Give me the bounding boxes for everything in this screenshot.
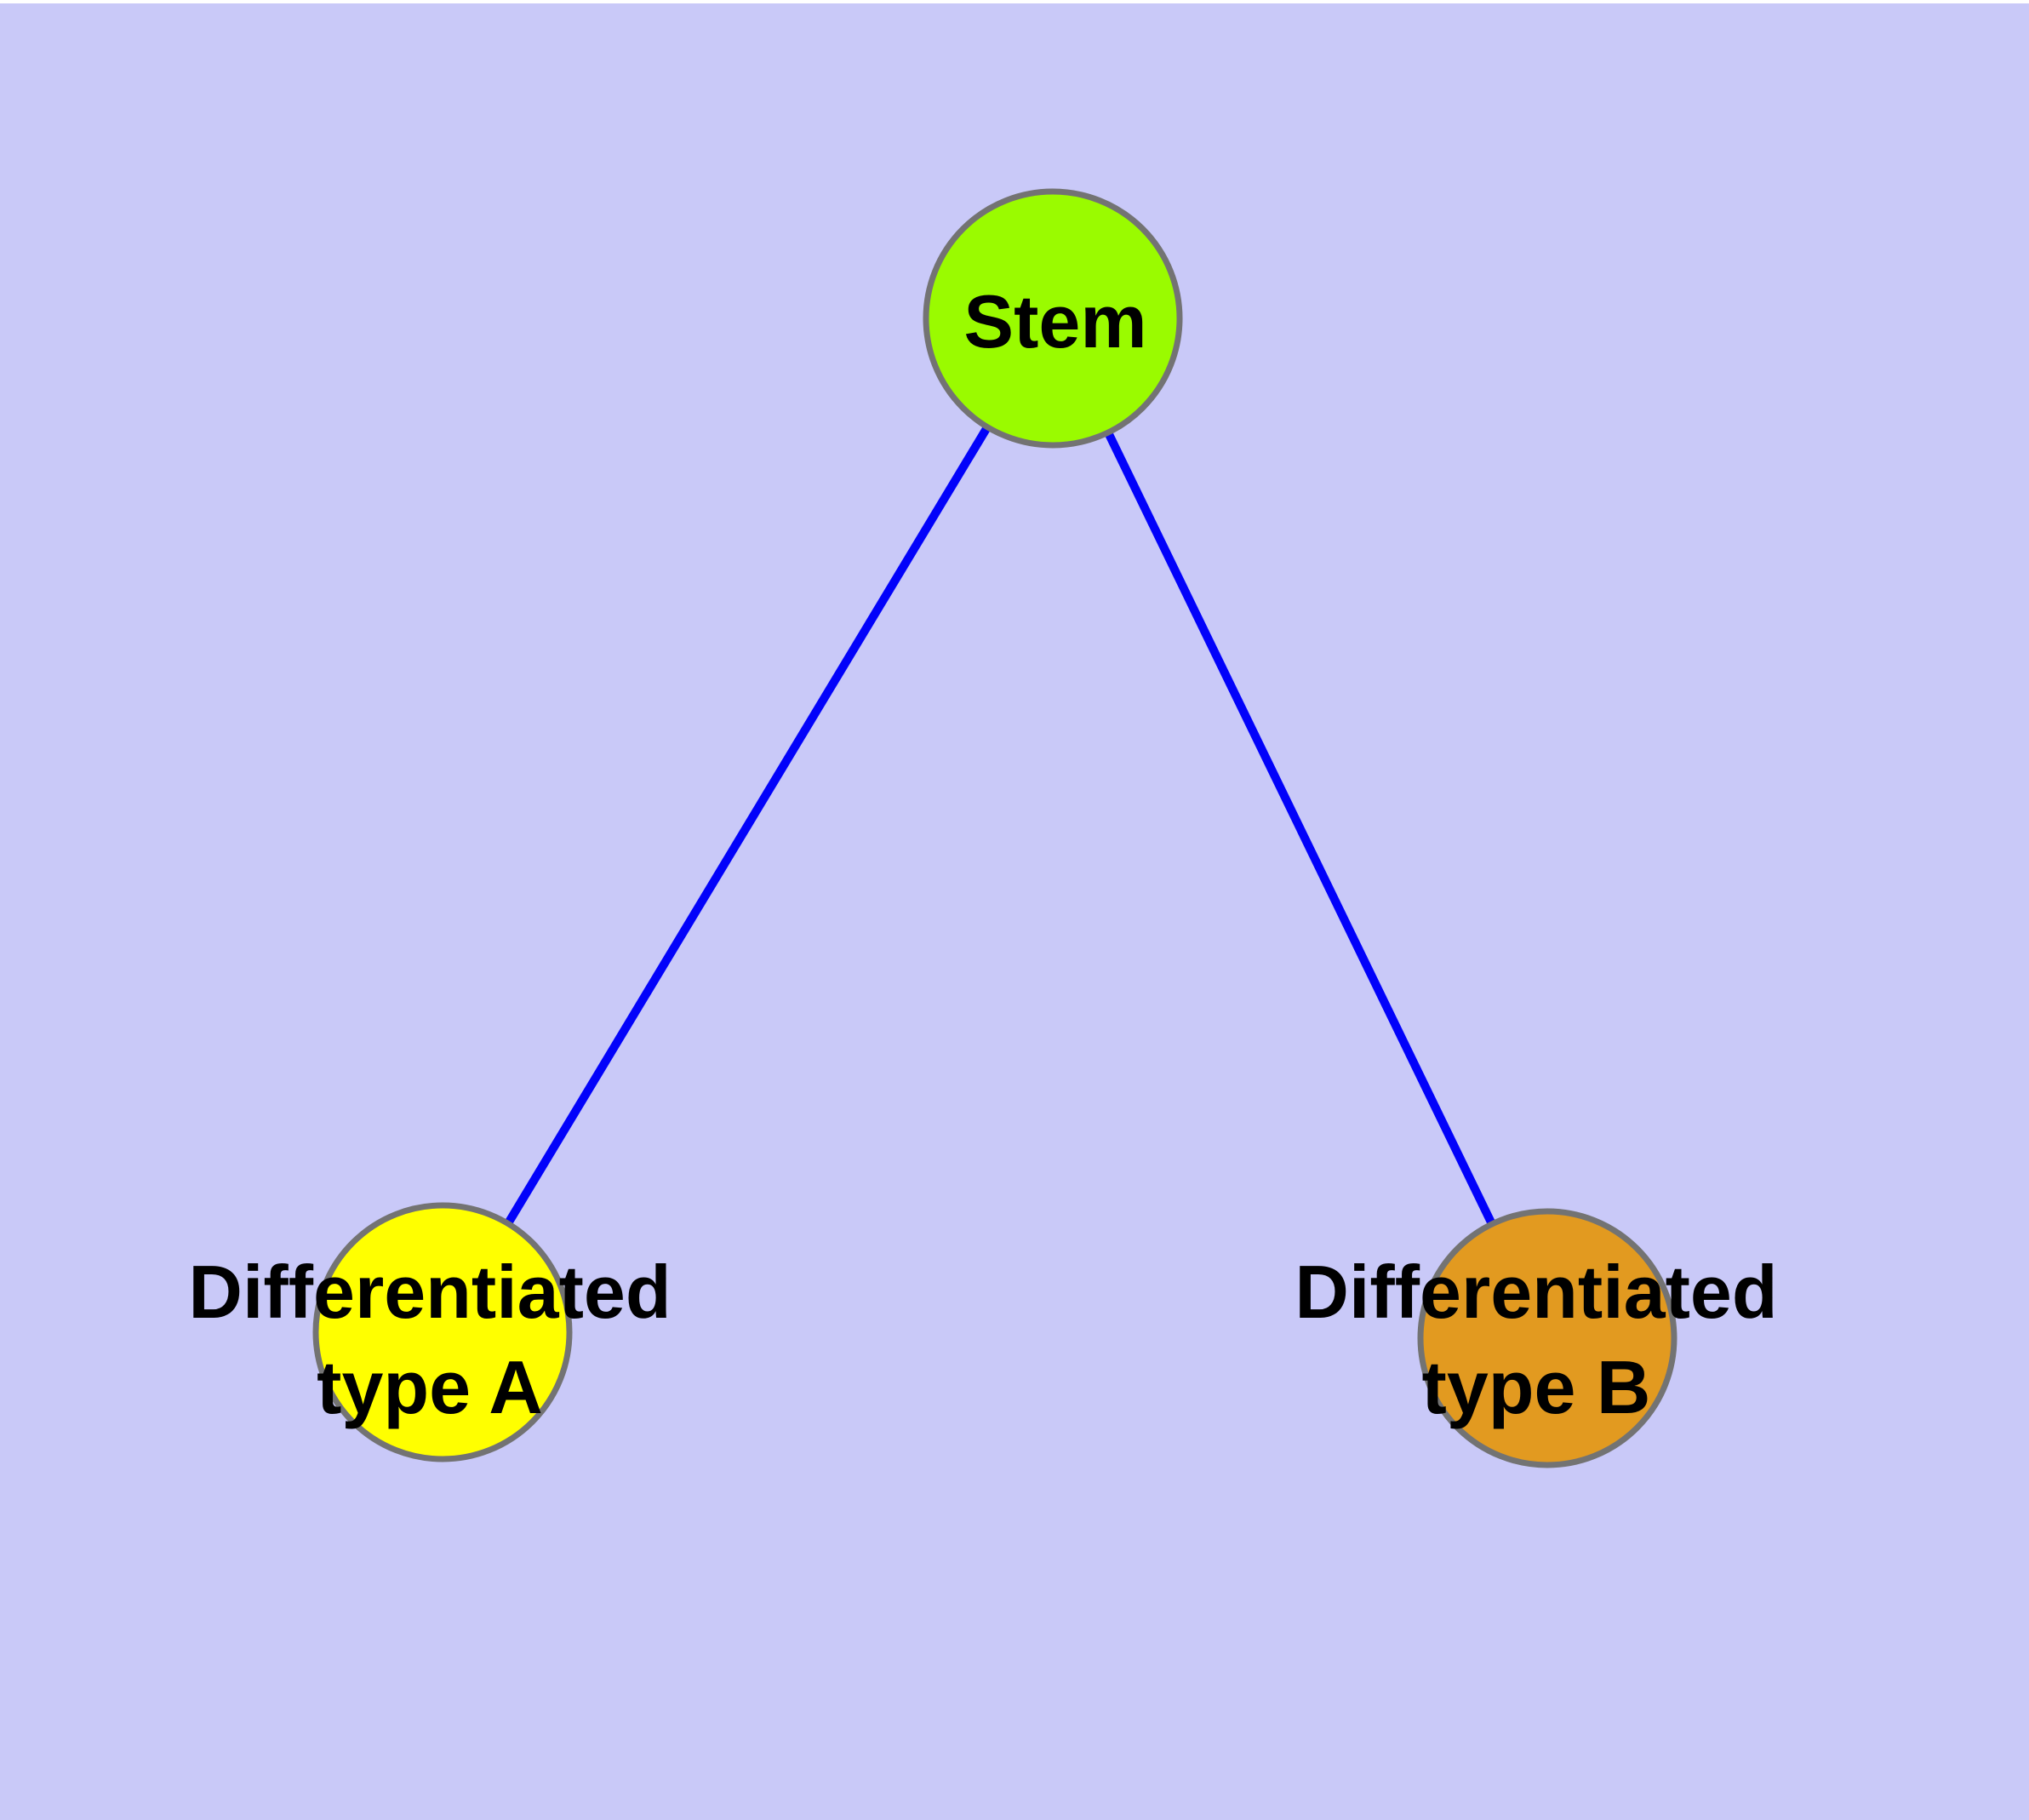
edge-stem-to-type-a[interactable] xyxy=(438,316,1057,1335)
type-b-node-label-line2: type B xyxy=(1422,1345,1651,1429)
type-a-node-label-line2: type A xyxy=(317,1345,543,1429)
stem-node-label: Stem xyxy=(963,279,1146,363)
stem-node-circle[interactable] xyxy=(923,188,1183,449)
node-stem[interactable]: Stem xyxy=(923,188,1183,449)
node-differentiated-type-a[interactable]: Differentiated type A xyxy=(188,1202,672,1462)
type-b-node-circle[interactable] xyxy=(1417,1208,1677,1468)
type-a-node-circle[interactable] xyxy=(312,1202,573,1462)
node-differentiated-type-b[interactable]: Differentiated type B xyxy=(1295,1208,1778,1468)
edge-stem-to-type-b[interactable] xyxy=(1049,316,1552,1341)
type-b-node-label-line1: Differentiated xyxy=(1295,1250,1777,1334)
top-border-strip xyxy=(0,0,2029,3)
type-a-node-label-line1: Differentiated xyxy=(188,1250,671,1334)
